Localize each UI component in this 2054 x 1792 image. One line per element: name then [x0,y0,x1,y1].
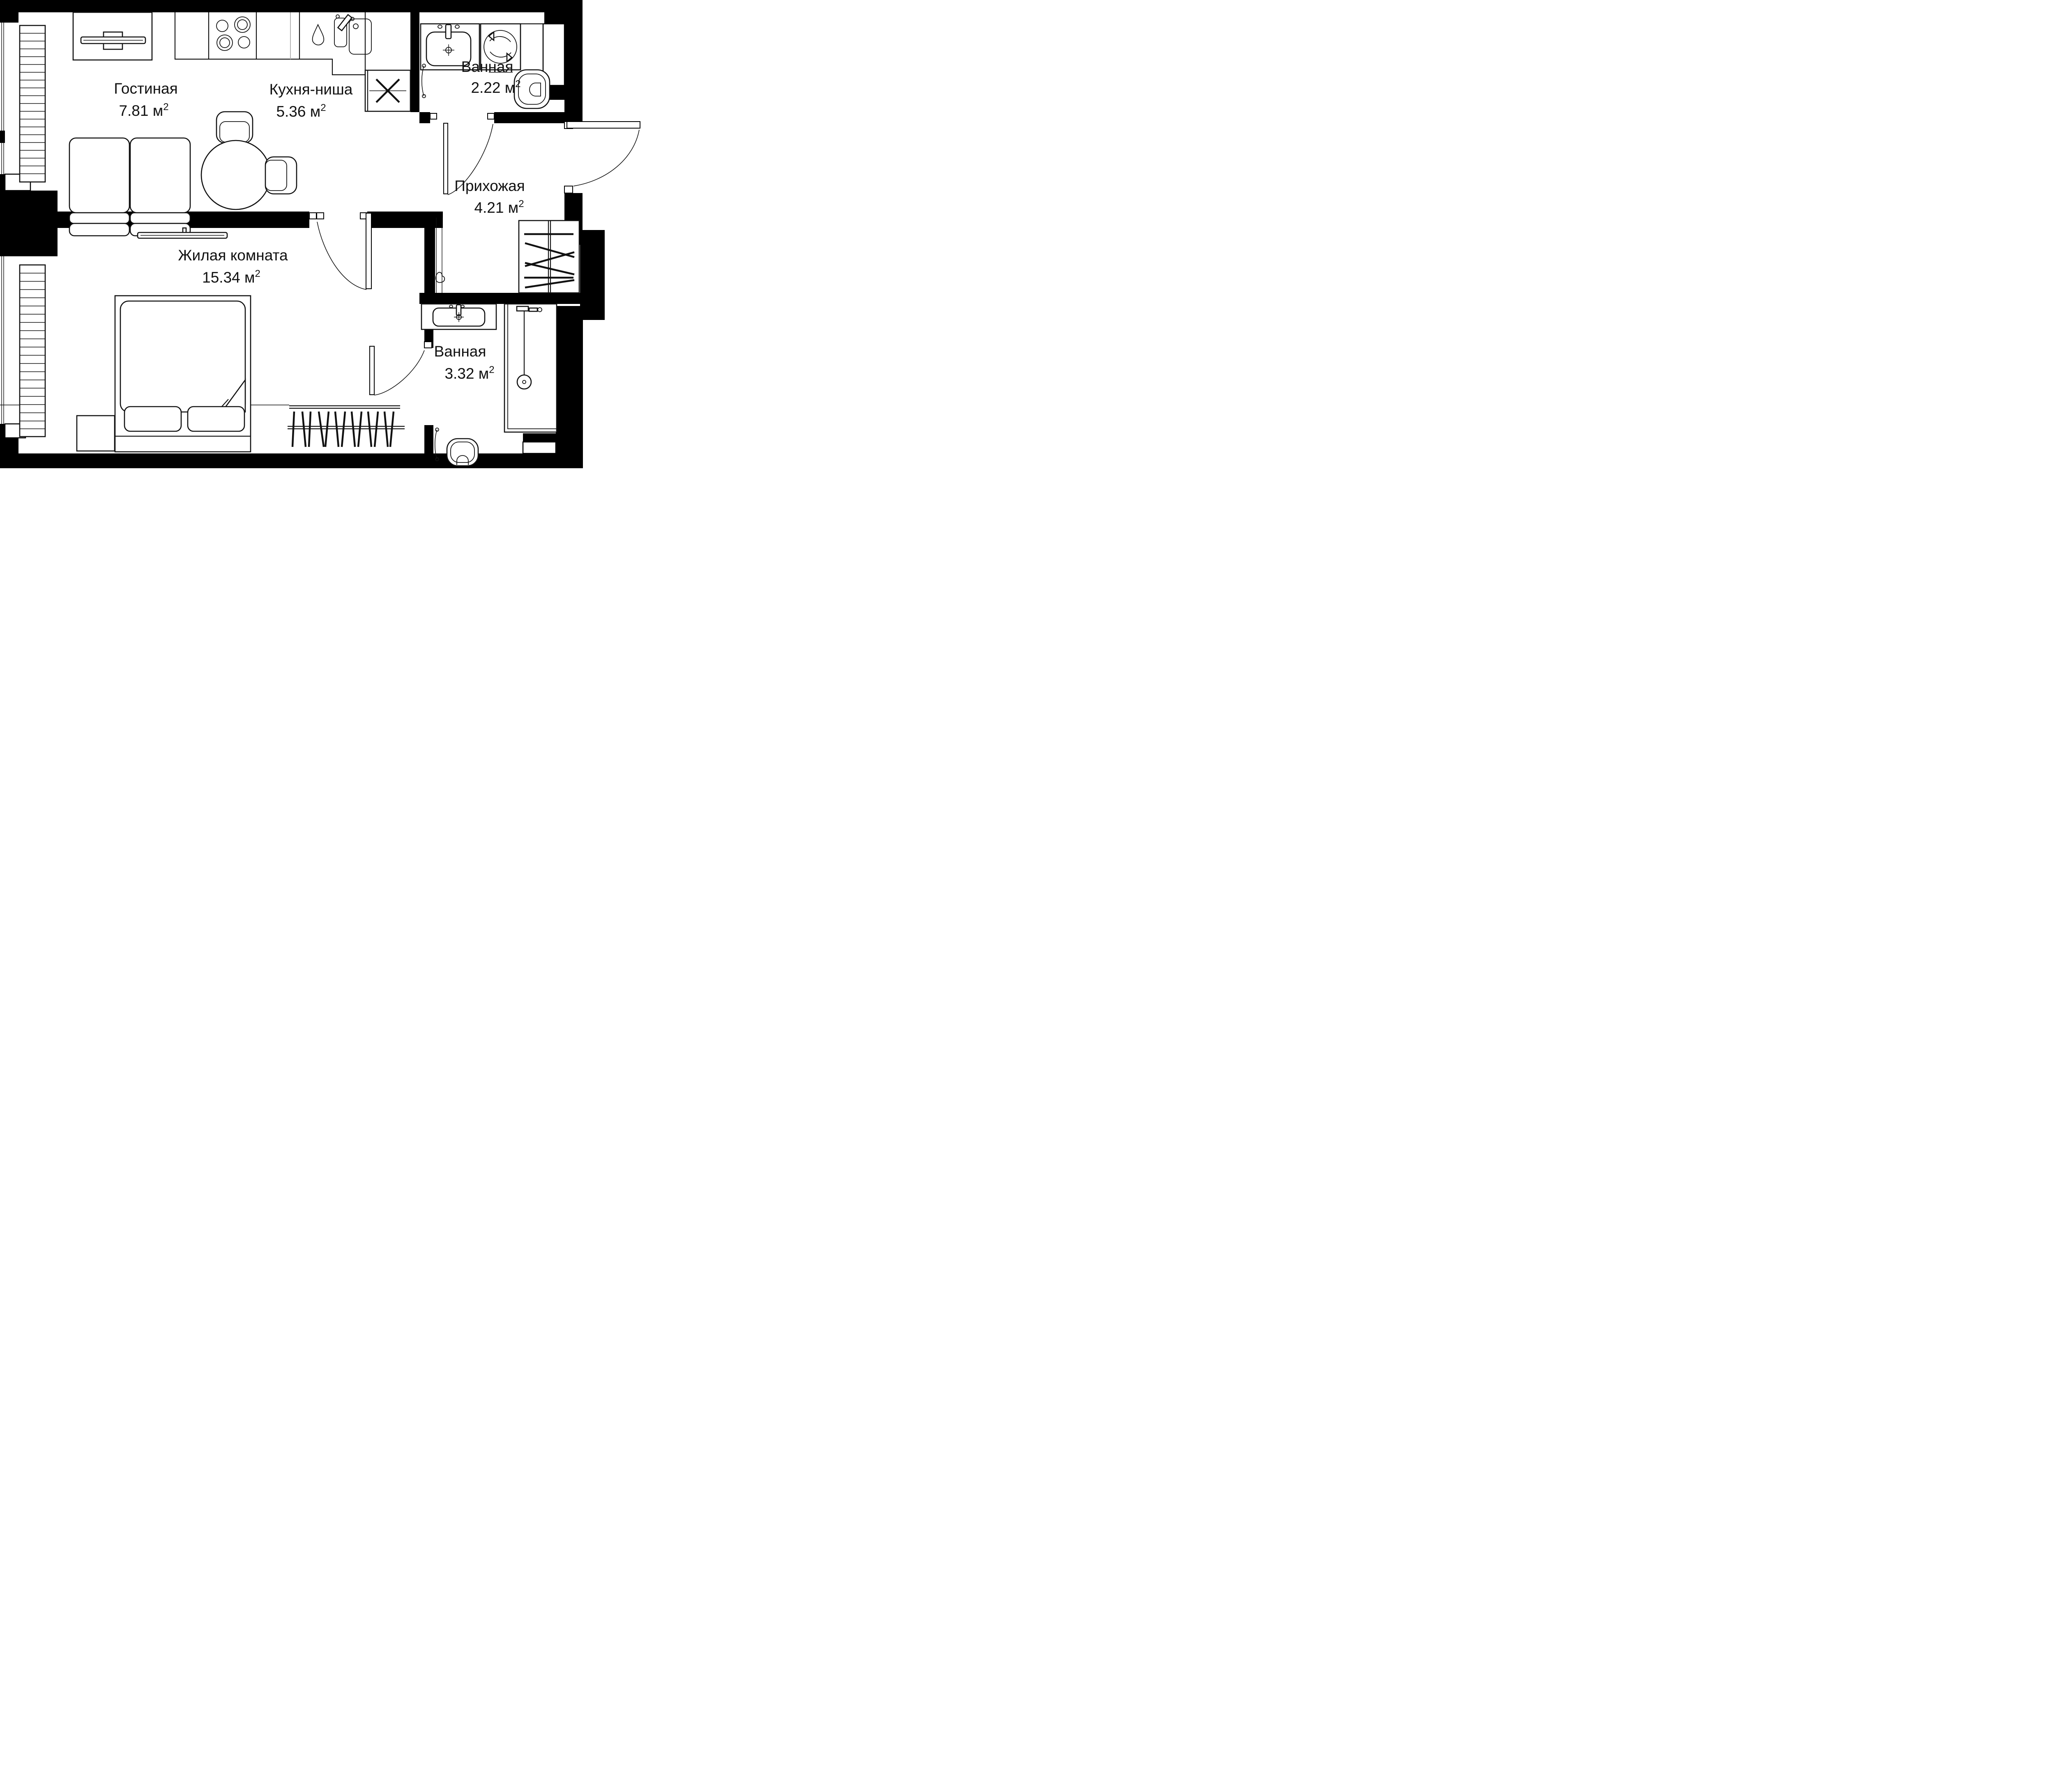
towel-rail-icon [435,428,439,461]
bathroom-sink [421,303,497,330]
room-hallway: Прихожая 4.21 м2 [435,121,640,294]
pillow [124,406,182,432]
water-drop-icon [312,23,325,46]
room-area-bathroom-top: 2.22 м2 [471,78,520,96]
room-label-bedroom: Жилая комната [178,247,288,264]
bedroom-wardrobe [288,405,405,447]
kitchen-counter [174,12,366,76]
mattress [120,300,246,413]
room-bathroom-bottom: Ванная 3.32 м2 [369,303,557,467]
room-label-living: Гостиная [114,80,177,97]
room-area-bedroom: 15.34 м2 [202,268,260,286]
hall-wardrobe [518,220,580,294]
room-area-hallway: 4.21 м2 [474,198,524,216]
shower-head-icon [516,374,532,390]
bathroom-top-door [430,113,495,195]
wall-niche-bottom-right [522,441,557,454]
faucet-icon [337,14,353,32]
room-label-kitchen: Кухня-ниша [269,81,353,98]
radiator-top [19,25,46,183]
hangers-icon [524,233,575,289]
room-area-kitchen: 5.36 м2 [276,102,326,120]
toilet-icon [446,438,479,467]
decor-item-icon [435,272,445,283]
bathroom-bottom-door [369,341,432,396]
hangers-icon [291,411,395,447]
room-living: Гостиная 7.81 м2 [69,12,297,237]
kitchen-sink [334,14,372,55]
bed [114,295,251,453]
drain-icon [443,44,454,56]
shower [504,303,557,433]
vent-shaft [364,69,411,112]
chair-right [265,156,297,195]
windows-left [0,23,289,424]
faucet-icon [445,24,452,39]
sofa [69,137,191,237]
room-area-bathroom-bottom: 3.32 м2 [444,364,494,382]
vent-x-icon [369,78,406,103]
towel-rail-icon [421,64,426,98]
floor-plan: Гостиная 7.81 м2 [0,0,640,468]
room-label-hallway: Прихожая [454,177,525,194]
floor-plan-page: Гостиная 7.81 м2 [0,0,640,468]
chair-top [216,111,253,144]
tv-icon [80,31,146,50]
bathroom-sink [420,23,480,71]
room-area-living: 7.81 м2 [119,101,168,119]
room-bedroom: Жилая комната 15.34 м2 [76,212,405,453]
dining-table-group [200,111,297,210]
nightstand [76,415,115,452]
shower-mixer-icon [516,306,529,312]
bedroom-tv-icon [137,227,228,239]
stove-icon [216,16,251,51]
toilet-icon [514,69,550,109]
room-bathroom-top: Ванная 2.22 м2 [420,23,550,195]
pillow [187,406,245,432]
washing-machine-icon [480,23,521,73]
entrance-door [564,121,640,193]
radiator-bottom [19,264,46,437]
room-label-bathroom-bottom: Ванная [434,343,486,360]
room-kitchen: Кухня-ниша 5.36 м2 [174,12,411,120]
bedroom-door [309,212,372,290]
drain-icon [454,312,464,322]
room-label-bathroom-top: Ванная [461,58,514,75]
dining-table [200,140,271,210]
